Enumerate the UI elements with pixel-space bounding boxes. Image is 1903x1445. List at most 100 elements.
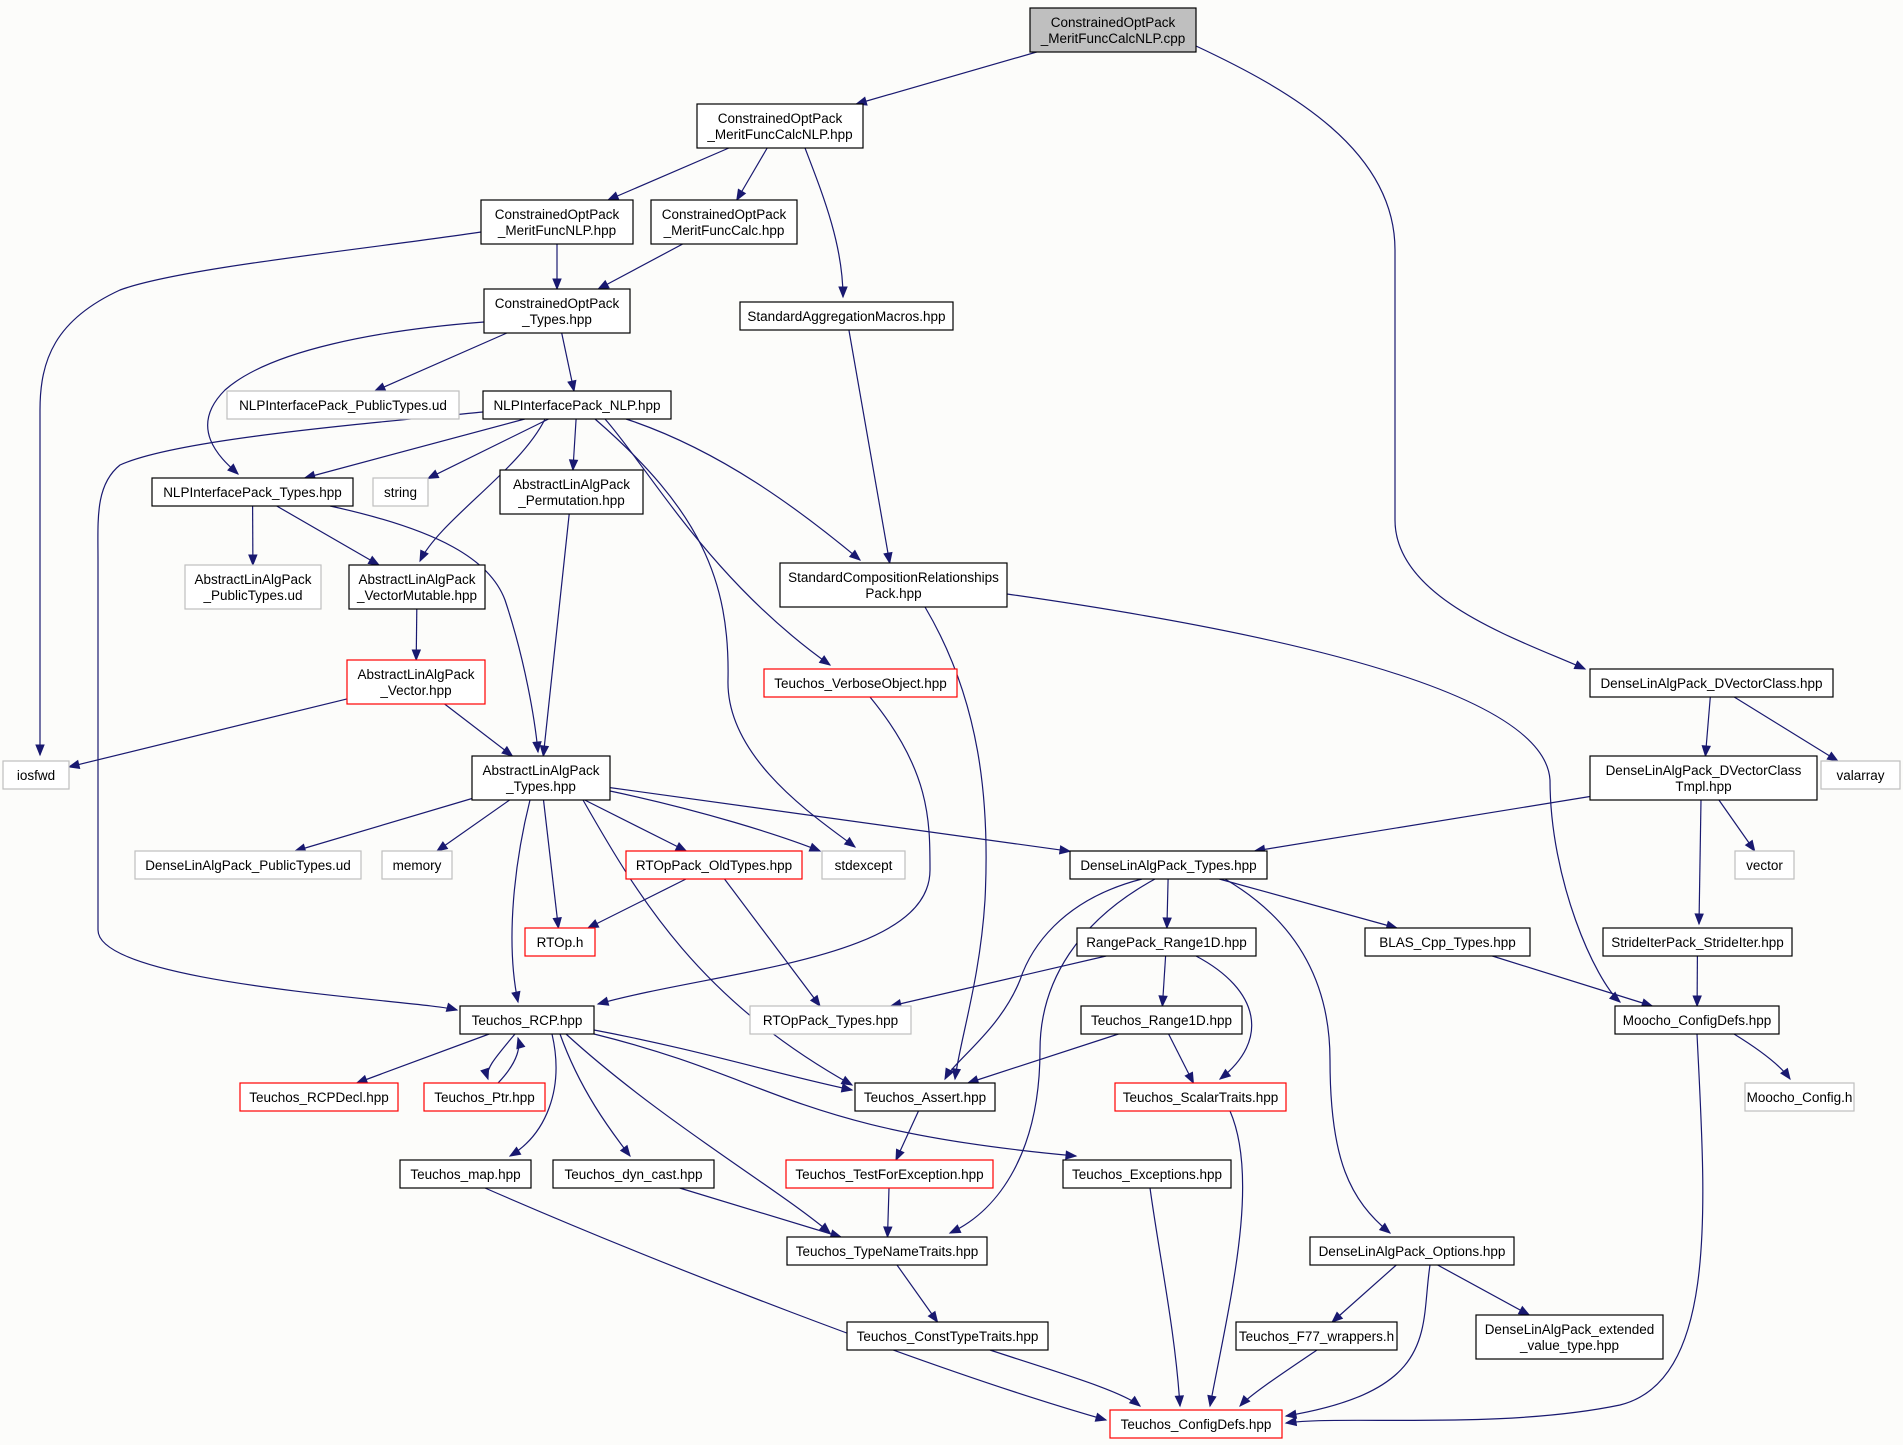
node-label: Teuchos_Assert.hpp: [864, 1090, 986, 1105]
node-vector: vector: [1734, 850, 1795, 880]
edge-mfcnlp-to-mfc: [736, 147, 768, 202]
node-tf77[interactable]: Teuchos_F77_wrappers.h: [1235, 1321, 1398, 1351]
node-mfcnlp[interactable]: ConstrainedOptPack_MeritFuncCalcNLP.hpp: [696, 103, 864, 149]
node-rr1d[interactable]: RangePack_Range1D.hpp: [1076, 927, 1257, 957]
edge-alaperm-to-alatypes: [539, 513, 570, 758]
edge-root-to-dvc: [1195, 45, 1587, 670]
edge-rtopold-to-rtoptypes: [724, 878, 821, 1008]
node-stdexcept: stdexcept: [821, 850, 906, 880]
node-label: Teuchos_ConfigDefs.hpp: [1121, 1417, 1272, 1432]
node-label: Teuchos_ConstTypeTraits.hpp: [857, 1329, 1039, 1344]
node-label: NLPInterfacePack_Types.hpp: [163, 485, 342, 500]
node-label: ConstrainedOptPack: [718, 111, 843, 126]
edge-dlatypes-to-dlaopt: [1224, 878, 1392, 1234]
node-alavec[interactable]: AbstractLinAlgPack_Vector.hpp: [346, 659, 486, 705]
node-tdc[interactable]: Teuchos_dyn_cast.hpp: [552, 1159, 715, 1189]
node-alavm[interactable]: AbstractLinAlgPack_VectorMutable.hpp: [348, 564, 486, 610]
node-tr1d[interactable]: Teuchos_Range1D.hpp: [1080, 1005, 1243, 1035]
node-dlaput: DenseLinAlgPack_PublicTypes.ud: [134, 850, 362, 880]
node-mfc[interactable]: ConstrainedOptPack_MeritFuncCalc.hpp: [650, 199, 798, 245]
node-ttnt[interactable]: Teuchos_TypeNameTraits.hpp: [786, 1236, 988, 1266]
edge-tst-to-tcd: [1207, 1110, 1244, 1408]
edge-root-to-mfcnlp: [855, 51, 1037, 106]
node-label: NLPInterfacePack_PublicTypes.ud: [239, 398, 447, 413]
node-label: ConstrainedOptPack: [495, 207, 620, 222]
edge-mfcnlp-to-sam: [804, 147, 848, 299]
node-label: _VectorMutable.hpp: [356, 588, 477, 603]
node-ttfe[interactable]: Teuchos_TestForException.hpp: [785, 1159, 994, 1189]
node-rtoph[interactable]: RTOp.h: [524, 927, 596, 957]
node-mfnlp[interactable]: ConstrainedOptPack_MeritFuncNLP.hpp: [480, 199, 634, 245]
edge-trcp-to-tassert: [593, 1029, 854, 1093]
node-nlpnlp[interactable]: NLPInterfacePack_NLP.hpp: [482, 390, 672, 420]
node-dvc[interactable]: DenseLinAlgPack_DVectorClass.hpp: [1589, 668, 1834, 698]
node-label: _MeritFuncCalc.hpp: [663, 223, 785, 238]
edge-dlatypes-to-rr1d: [1162, 878, 1172, 930]
edge-trcp-to-rcpdecl: [355, 1033, 490, 1084]
node-trcp[interactable]: Teuchos_RCP.hpp: [459, 1005, 595, 1035]
node-alaperm[interactable]: AbstractLinAlgPack_Permutation.hpp: [499, 469, 644, 515]
node-label: ConstrainedOptPack: [495, 296, 620, 311]
node-iosfwd: iosfwd: [2, 760, 70, 790]
edge-dlaopt-to-tf77: [1331, 1264, 1397, 1323]
edge-ttfe-to-ttnt: [883, 1187, 893, 1239]
node-nlptypes[interactable]: NLPInterfacePack_Types.hpp: [151, 477, 354, 507]
edge-sam-to-scrp: [848, 329, 893, 565]
node-label: Teuchos_map.hpp: [410, 1167, 520, 1182]
node-dlaopt[interactable]: DenseLinAlgPack_Options.hpp: [1309, 1236, 1515, 1266]
node-label: iosfwd: [17, 768, 55, 783]
node-root[interactable]: ConstrainedOptPack_MeritFuncCalcNLP.cpp: [1029, 7, 1197, 53]
node-tassert[interactable]: Teuchos_Assert.hpp: [854, 1082, 996, 1112]
node-sam[interactable]: StandardAggregationMacros.hpp: [739, 301, 954, 331]
node-rtopold[interactable]: RTOpPack_OldTypes.hpp: [625, 850, 803, 880]
node-rcpdecl[interactable]: Teuchos_RCPDecl.hpp: [239, 1082, 399, 1112]
node-mcd[interactable]: Moocho_ConfigDefs.hpp: [1614, 1005, 1780, 1035]
node-label: Teuchos_Exceptions.hpp: [1072, 1167, 1222, 1182]
node-dlatypes[interactable]: DenseLinAlgPack_Types.hpp: [1069, 850, 1268, 880]
edge-tdc-to-ttnt: [679, 1187, 843, 1239]
node-tvo[interactable]: Teuchos_VerboseObject.hpp: [763, 668, 958, 698]
node-label: RangePack_Range1D.hpp: [1086, 935, 1247, 950]
edge-alatypes-to-dlatypes: [609, 787, 1072, 855]
node-blas[interactable]: BLAS_Cpp_Types.hpp: [1364, 927, 1531, 957]
node-tcd[interactable]: Teuchos_ConfigDefs.hpp: [1109, 1409, 1283, 1439]
node-label: Teuchos_F77_wrappers.h: [1239, 1329, 1394, 1344]
node-label: AbstractLinAlgPack: [358, 572, 475, 587]
node-label: AbstractLinAlgPack: [513, 477, 630, 492]
edge-nlptypes-to-alatypes: [329, 505, 542, 754]
edge-tr1d-to-tassert: [966, 1033, 1119, 1085]
node-alatypes[interactable]: AbstractLinAlgPack_Types.hpp: [471, 755, 611, 801]
node-label: DenseLinAlgPack_Types.hpp: [1080, 858, 1256, 873]
node-cotypes[interactable]: ConstrainedOptPack_Types.hpp: [483, 288, 631, 334]
edge-tr1d-to-tst: [1168, 1033, 1195, 1085]
edge-rr1d-to-tst: [1195, 955, 1253, 1080]
node-valarray: valarray: [1820, 760, 1901, 790]
node-label: AbstractLinAlgPack: [482, 763, 599, 778]
node-label: StandardCompositionRelationships: [788, 570, 999, 585]
edge-dvc-to-valarray: [1733, 696, 1839, 762]
node-label: Moocho_Config.h: [1747, 1090, 1853, 1105]
node-sit[interactable]: StrideIterPack_StrideIter.hpp: [1602, 927, 1793, 957]
edge-alatypes-to-rtoph: [542, 799, 562, 930]
node-tmap[interactable]: Teuchos_map.hpp: [399, 1159, 532, 1189]
node-label: DenseLinAlgPack_DVectorClass: [1606, 763, 1802, 778]
edge-nlpnlp-to-stdexcept: [594, 418, 857, 848]
node-tptr[interactable]: Teuchos_Ptr.hpp: [423, 1082, 546, 1112]
edge-dlatypes-to-ttnt: [948, 878, 1156, 1234]
edge-texc-to-tcd: [1149, 1187, 1185, 1408]
node-tst[interactable]: Teuchos_ScalarTraits.hpp: [1114, 1082, 1287, 1112]
node-tctt[interactable]: Teuchos_ConstTypeTraits.hpp: [846, 1321, 1049, 1351]
node-texc[interactable]: Teuchos_Exceptions.hpp: [1062, 1159, 1232, 1189]
edge-alatypes-to-dlaput: [293, 797, 473, 853]
edge-alavec-to-iosfwd: [67, 698, 348, 770]
edge-alatypes-to-memory: [435, 799, 510, 852]
edge-nlpnlp-to-alaperm: [568, 418, 579, 472]
node-label: _MeritFuncCalcNLP.hpp: [706, 127, 852, 142]
node-label: _MeritFuncNLP.hpp: [497, 223, 616, 238]
edge-alatypes-to-stdexcept: [609, 790, 822, 852]
edge-dlaopt-to-tcd: [1284, 1264, 1431, 1419]
node-dlaevt[interactable]: DenseLinAlgPack_extended_value_type.hpp: [1475, 1314, 1664, 1360]
node-mch: Moocho_Config.h: [1744, 1082, 1855, 1112]
